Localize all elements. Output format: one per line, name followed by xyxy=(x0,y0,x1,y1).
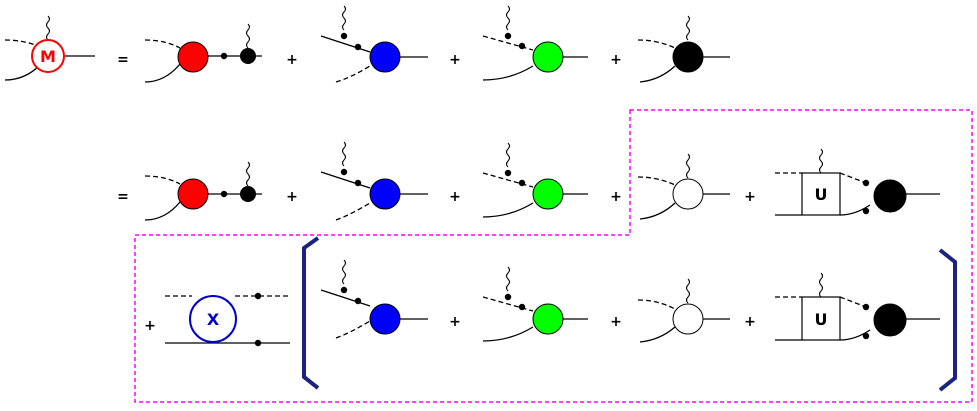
row3-u-box-term: U xyxy=(775,272,940,341)
u-box xyxy=(801,172,841,216)
x-kernel-term: X xyxy=(165,292,290,347)
row3-green-blob-term xyxy=(482,266,588,342)
plus-sign: + xyxy=(449,314,461,330)
row3-white-blob-term xyxy=(637,278,730,343)
plus-sign: + xyxy=(610,52,622,68)
black-blob xyxy=(873,179,907,213)
m-vertex-label: M xyxy=(40,47,56,66)
equals-sign-row1: = xyxy=(117,52,129,68)
blue-blob xyxy=(369,178,401,210)
plus-sign: + xyxy=(144,318,156,334)
row1-blue-blob-term xyxy=(320,5,428,83)
row1-green-blob-term xyxy=(482,5,588,81)
row2-u-box-term: U xyxy=(775,148,940,216)
red-blob xyxy=(177,178,209,210)
x-kernel-label: X xyxy=(207,310,220,329)
white-blob xyxy=(672,178,704,210)
red-blob xyxy=(177,41,209,73)
plus-sign: + xyxy=(449,189,461,205)
plus-sign: + xyxy=(610,189,622,205)
black-blob xyxy=(672,41,704,73)
blue-blob xyxy=(369,41,401,73)
x-kernel-circle xyxy=(189,295,237,343)
row1-black-blob-term xyxy=(637,15,730,83)
m-vertex-circle xyxy=(31,39,65,73)
black-vertex xyxy=(240,48,256,64)
right-bracket xyxy=(938,248,957,392)
row2-red-blob-term xyxy=(144,161,262,221)
row2-white-blob-term xyxy=(637,153,730,220)
white-blob xyxy=(672,303,704,335)
blue-blob xyxy=(369,303,401,335)
plus-sign: + xyxy=(286,189,298,205)
row2-blue-blob-term xyxy=(320,141,428,221)
u-box-label: U xyxy=(815,185,828,204)
lhs-m-vertex-diagram: M xyxy=(4,15,95,81)
black-blob xyxy=(873,303,907,337)
plus-sign: + xyxy=(610,314,622,330)
plus-sign: + xyxy=(449,52,461,68)
plus-sign: + xyxy=(744,314,756,330)
green-blob xyxy=(532,303,564,335)
dashed-grouping-outline xyxy=(134,109,973,403)
plus-sign: + xyxy=(744,189,756,205)
u-box-label: U xyxy=(815,310,828,329)
equals-sign-row2: = xyxy=(117,189,129,205)
plus-sign: + xyxy=(286,52,298,68)
black-vertex xyxy=(240,186,256,202)
row2-green-blob-term xyxy=(482,142,588,218)
row1-red-blob-term xyxy=(144,23,262,83)
u-box xyxy=(801,296,841,341)
green-blob xyxy=(532,178,564,210)
green-blob xyxy=(532,41,564,73)
row3-blue-blob-term xyxy=(320,259,428,339)
left-bracket xyxy=(302,236,320,390)
